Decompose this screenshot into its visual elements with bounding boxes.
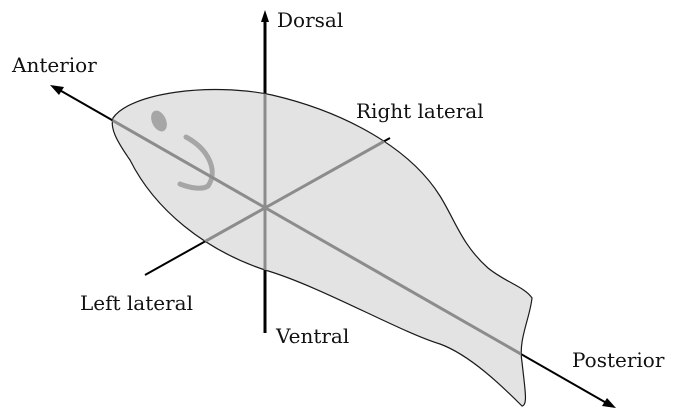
posterior-arrowhead-icon	[602, 398, 616, 408]
label-anterior: Anterior	[11, 53, 97, 77]
label-posterior: Posterior	[572, 348, 665, 372]
label-left-lateral: Left lateral	[80, 291, 193, 315]
label-dorsal: Dorsal	[277, 8, 343, 32]
anterior-arrowhead-icon	[50, 85, 64, 95]
fish-body	[112, 90, 532, 406]
dorsal-arrowhead-icon	[261, 10, 269, 22]
label-ventral: Ventral	[275, 324, 349, 348]
label-right-lateral: Right lateral	[356, 99, 484, 123]
